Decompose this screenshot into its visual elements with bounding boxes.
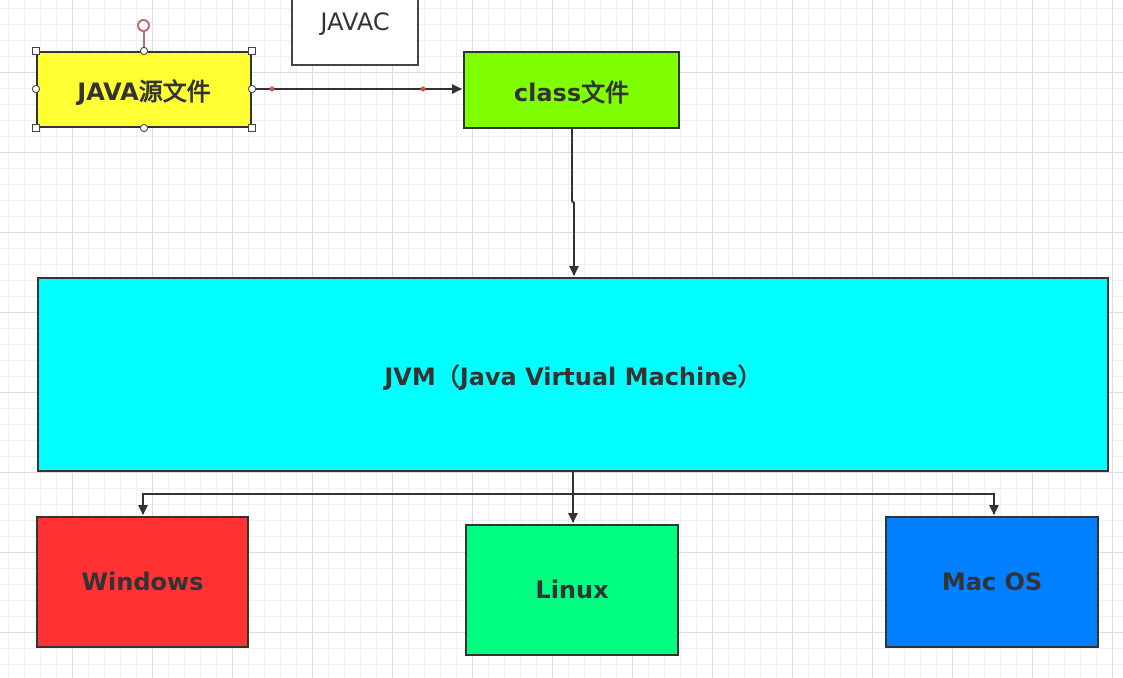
edge-jvm-to-macos[interactable] <box>573 493 999 515</box>
windows-node[interactable]: Windows <box>36 516 249 648</box>
macos-node[interactable]: Mac OS <box>885 516 1099 648</box>
linux-node[interactable]: Linux <box>465 524 679 656</box>
resize-handle-top-left[interactable] <box>32 47 40 55</box>
class-file-label: class文件 <box>513 78 630 107</box>
resize-handle-bottom-left[interactable] <box>32 124 40 132</box>
resize-handle-top[interactable] <box>140 47 148 55</box>
macos-label: Mac OS <box>941 568 1043 596</box>
resize-handle-right[interactable] <box>248 85 256 93</box>
javac-label: JAVAC <box>320 8 390 36</box>
javac-label-box[interactable]: JAVAC <box>291 0 419 66</box>
jvm-label: JVM（Java Virtual Machine） <box>384 363 762 391</box>
java-source-node[interactable]: JAVA源文件 <box>36 51 252 128</box>
class-file-node[interactable]: class文件 <box>463 51 680 129</box>
rotate-handle[interactable] <box>137 19 150 32</box>
edge-waypoint-dot <box>420 86 426 92</box>
edge-waypoint-dot <box>269 86 275 92</box>
resize-handle-bottom-right[interactable] <box>248 124 256 132</box>
edge-jvm-to-windows[interactable] <box>138 493 573 515</box>
linux-label: Linux <box>535 576 609 604</box>
resize-handle-bottom[interactable] <box>140 124 148 132</box>
java-source-label: JAVA源文件 <box>77 78 211 106</box>
resize-handle-left[interactable] <box>32 85 40 93</box>
rotate-handle-stem <box>143 32 145 48</box>
jvm-node[interactable]: JVM（Java Virtual Machine） <box>37 277 1109 472</box>
windows-label: Windows <box>81 568 204 596</box>
edge-class-to-jvm[interactable] <box>569 129 579 276</box>
resize-handle-top-right[interactable] <box>248 47 256 55</box>
